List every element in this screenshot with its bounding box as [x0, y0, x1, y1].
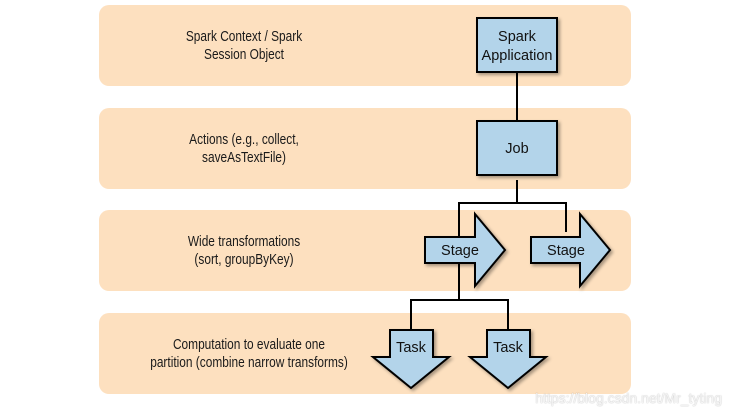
task-node: Task	[370, 329, 452, 390]
task-node: Task	[467, 329, 549, 390]
label-line: partition (combine narrow transforms)	[150, 354, 348, 371]
connector-job-stage2	[517, 202, 567, 232]
label-line: Spark Context / Spark	[185, 28, 303, 45]
stage-label: Stage	[547, 243, 585, 259]
task-label: Task	[493, 340, 524, 356]
spark-application-node: Spark Application	[476, 17, 558, 73]
layer-label: Wide transformations(sort, groupByKey)	[125, 210, 363, 291]
task-label: Task	[396, 340, 427, 356]
label-line: Computation to evaluate one	[172, 336, 326, 353]
stage-label: Stage	[441, 243, 479, 259]
stage-node: Stage	[530, 211, 612, 289]
job-node: Job	[476, 120, 558, 176]
watermark-text: https://blog.csdn.net/Mr_tyting	[535, 390, 722, 406]
label-line: Actions (e.g., collect,	[189, 131, 299, 148]
label-line: saveAsTextFile)	[202, 149, 286, 166]
layer-label: Actions (e.g., collect,saveAsTextFile)	[125, 108, 363, 189]
label-line: Wide transformations	[187, 233, 301, 250]
stage-node: Stage	[424, 211, 507, 289]
label-line: Session Object	[204, 46, 284, 63]
application-label-line2: Application	[482, 48, 553, 64]
connector-stage-task1	[410, 299, 459, 330]
job-label: Job	[505, 141, 528, 157]
application-label-line1: Spark	[498, 29, 537, 45]
connector-stage-task2	[459, 299, 509, 330]
label-line: (sort, groupByKey)	[194, 251, 294, 268]
